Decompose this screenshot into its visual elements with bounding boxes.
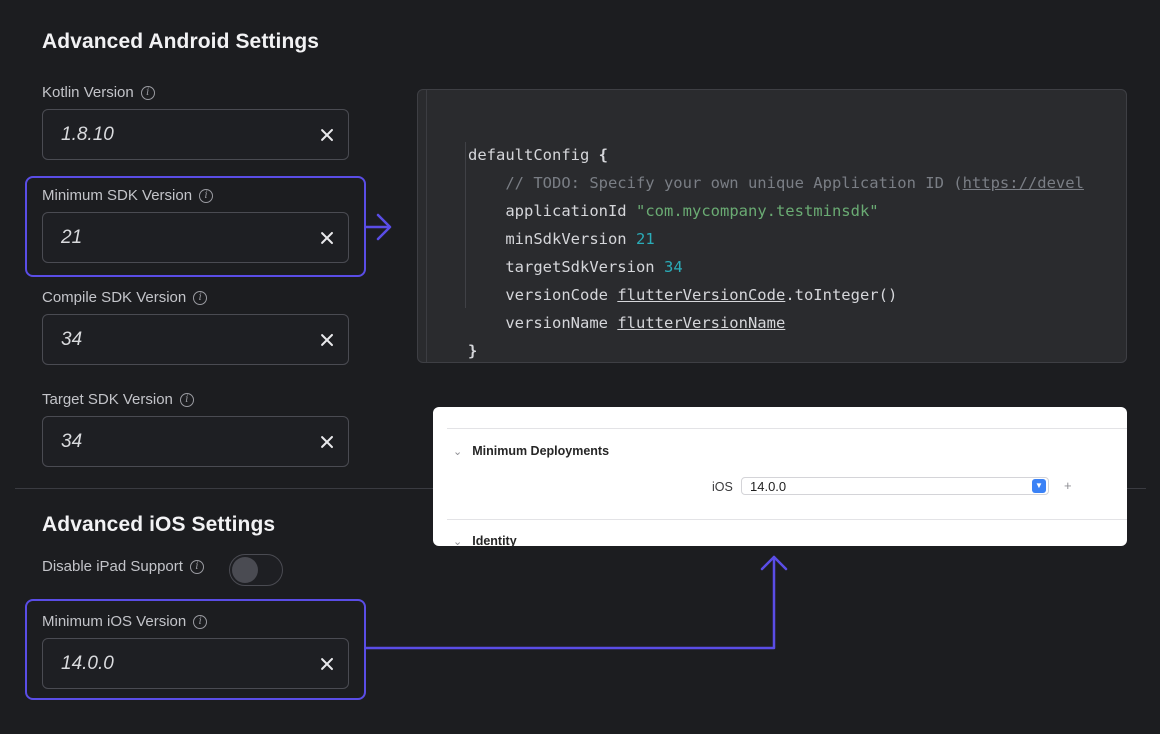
code-target-sdk-value: 34 — [663, 258, 683, 276]
code-min-sdk-key: minSdkVersion — [505, 230, 627, 248]
kotlin-version-value[interactable]: 1.8.10 — [61, 123, 114, 145]
code-version-code-suffix: .toInteger() — [785, 286, 898, 304]
toggle-knob — [232, 557, 258, 583]
indent-guide — [465, 142, 466, 308]
code-brace-open: { — [598, 146, 609, 164]
min-ios-value[interactable]: 14.0.0 — [61, 652, 114, 674]
minimum-deployments-header[interactable]: ⌄ Minimum Deployments — [453, 444, 609, 458]
target-sdk-label: Target SDK Version i — [42, 391, 194, 408]
compile-sdk-label-text: Compile SDK Version — [42, 289, 187, 306]
identity-header[interactable]: ⌄ Identity — [453, 534, 517, 546]
info-icon[interactable]: i — [179, 392, 194, 407]
info-icon[interactable]: i — [199, 188, 214, 203]
gradle-code-panel: defaultConfig { // TODO: Specify your ow… — [417, 89, 1127, 363]
min-ios-label: Minimum iOS Version i — [42, 613, 208, 630]
xcode-divider — [447, 519, 1127, 520]
minimum-deployments-title: Minimum Deployments — [472, 444, 610, 458]
chevron-down-icon[interactable]: ⌄ — [453, 535, 463, 547]
code-line: versionName flutterVersionName — [468, 309, 1084, 337]
disable-ipad-toggle[interactable] — [229, 554, 283, 586]
code-line: minSdkVersion 21 — [468, 225, 1084, 253]
code-comment: // TODO: Specify your own unique Applica… — [505, 174, 963, 192]
target-sdk-label-text: Target SDK Version — [42, 391, 173, 408]
info-icon[interactable]: i — [189, 559, 204, 574]
code-gutter-line — [426, 90, 427, 362]
code-line: versionCode flutterVersionCode.toInteger… — [468, 281, 1084, 309]
xcode-deployment-panel: ⌄ Minimum Deployments iOS 14.0.0 ▼ + ⌄ I… — [433, 407, 1127, 546]
chevron-down-icon[interactable]: ▼ — [1032, 479, 1046, 493]
code-default-config: defaultConfig — [468, 146, 590, 164]
compile-sdk-field[interactable]: 34 — [42, 314, 349, 365]
code-version-name-ref: flutterVersionName — [617, 314, 786, 332]
code-app-id-key: applicationId — [505, 202, 627, 220]
compile-sdk-label: Compile SDK Version i — [42, 289, 208, 306]
code-line: applicationId "com.mycompany.testminsdk" — [468, 197, 1084, 225]
code-version-name-key: versionName — [505, 314, 608, 332]
kotlin-version-label: Kotlin Version i — [42, 84, 155, 101]
code-comment-link: https://devel — [962, 174, 1084, 192]
identity-title: Identity — [472, 534, 517, 546]
disable-ipad-label-text: Disable iPad Support — [42, 558, 183, 575]
code-block: defaultConfig { // TODO: Specify your ow… — [468, 113, 1084, 362]
min-ios-field[interactable]: 14.0.0 — [42, 638, 349, 689]
code-line: } — [468, 337, 1084, 362]
arrow-up-icon — [364, 555, 788, 650]
min-sdk-value[interactable]: 21 — [61, 226, 83, 248]
code-app-id-value: "com.mycompany.testminsdk" — [636, 202, 879, 220]
code-line: defaultConfig { — [468, 141, 1084, 169]
code-min-sdk-value: 21 — [636, 230, 655, 248]
code-target-sdk-key: targetSdkVersion — [505, 258, 655, 276]
ios-platform-label: iOS — [712, 480, 733, 494]
disable-ipad-label: Disable iPad Support i — [42, 558, 204, 575]
chevron-down-icon[interactable]: ⌄ — [453, 445, 463, 458]
android-section-title: Advanced Android Settings — [42, 30, 320, 53]
min-sdk-label: Minimum SDK Version i — [42, 187, 214, 204]
info-icon[interactable]: i — [193, 290, 208, 305]
code-brace-close: } — [468, 342, 478, 360]
code-line: // TODO: Specify your own unique Applica… — [468, 169, 1084, 197]
min-sdk-field[interactable]: 21 — [42, 212, 349, 263]
min-sdk-label-text: Minimum SDK Version — [42, 187, 193, 204]
info-icon[interactable]: i — [140, 85, 155, 100]
compile-sdk-value[interactable]: 34 — [61, 328, 83, 350]
target-sdk-field[interactable]: 34 — [42, 416, 349, 467]
min-ios-highlight — [25, 599, 366, 700]
ios-deployment-value: 14.0.0 — [750, 478, 787, 494]
add-icon[interactable]: + — [1064, 478, 1072, 493]
min-ios-label-text: Minimum iOS Version — [42, 613, 187, 630]
info-icon[interactable]: i — [193, 614, 208, 629]
code-line: targetSdkVersion 34 — [468, 253, 1084, 281]
target-sdk-value[interactable]: 34 — [61, 430, 83, 452]
xcode-divider — [447, 428, 1127, 429]
arrow-right-icon — [364, 213, 392, 241]
code-version-code-key: versionCode — [505, 286, 608, 304]
ios-section-title: Advanced iOS Settings — [42, 513, 276, 536]
ios-deployment-select[interactable]: 14.0.0 ▼ — [741, 477, 1049, 495]
code-version-code-ref: flutterVersionCode — [617, 286, 786, 304]
kotlin-version-field[interactable]: 1.8.10 — [42, 109, 349, 160]
kotlin-version-label-text: Kotlin Version — [42, 84, 134, 101]
